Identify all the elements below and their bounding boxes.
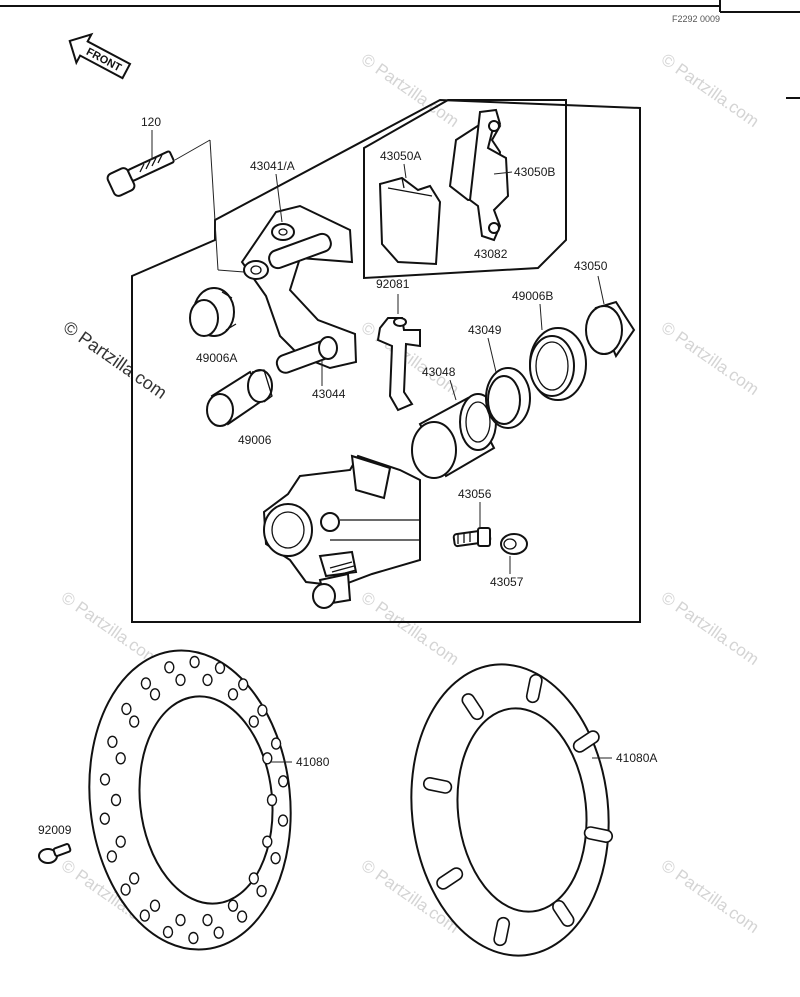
boot-49006a — [189, 287, 237, 337]
callout-49006b: 49006B — [512, 289, 553, 303]
callout-43050: 43050 — [574, 259, 608, 273]
disc-slot — [461, 693, 484, 721]
drill-hole — [256, 884, 267, 898]
callout-120: 120 — [141, 115, 161, 129]
drill-hole — [164, 661, 175, 674]
boot-49006 — [206, 369, 273, 427]
watermark-text: © Partzilla.com — [658, 50, 763, 131]
disc-slot — [493, 916, 511, 947]
drill-hole — [149, 899, 161, 912]
drill-hole — [106, 850, 118, 863]
drill-hole — [214, 661, 226, 675]
callout-43050b: 43050B — [514, 165, 555, 179]
drill-hole — [236, 910, 248, 923]
drill-hole — [202, 913, 213, 927]
drill-hole — [128, 872, 140, 885]
drill-hole — [277, 814, 289, 827]
drill-hole — [188, 931, 199, 945]
drill-hole — [162, 925, 174, 939]
drill-hole — [128, 715, 140, 728]
disc-slot — [422, 777, 453, 794]
watermark-text: © Partzilla.com — [358, 50, 463, 131]
disc-slot — [552, 899, 575, 927]
callout-43057: 43057 — [490, 575, 524, 589]
callout-43056: 43056 — [458, 487, 492, 501]
drill-hole — [227, 688, 239, 701]
brake-disc-41080 — [88, 649, 292, 951]
callout-92009: 92009 — [38, 823, 72, 837]
drill-hole — [266, 793, 278, 807]
drill-hole — [270, 852, 281, 865]
drill-hole — [202, 673, 213, 687]
callout-43041a: 43041/A — [250, 159, 295, 173]
figure-code: F2292 0009 — [672, 14, 720, 24]
caliper-body — [262, 454, 421, 609]
drill-hole — [120, 883, 131, 896]
drill-hole — [149, 688, 161, 701]
drill-hole — [213, 926, 224, 939]
brake-pad-43050b — [448, 108, 510, 242]
disc-slot — [436, 867, 464, 890]
watermark-text: © Partzilla.com — [658, 318, 763, 399]
callout-43082: 43082 — [474, 247, 508, 261]
drill-hole — [121, 702, 132, 716]
drill-hole — [248, 872, 260, 885]
piston-43048 — [411, 393, 497, 479]
drill-hole — [262, 752, 273, 765]
disc-slot — [525, 673, 543, 704]
drill-hole — [107, 735, 118, 748]
bolt-120 — [106, 150, 175, 197]
piston-seal-43049 — [485, 367, 531, 429]
drill-hole — [115, 752, 126, 765]
callout-41080a: 41080A — [616, 751, 657, 765]
drill-hole — [262, 835, 273, 848]
drill-hole — [278, 775, 289, 788]
watermark-text: © Partzilla.com — [358, 588, 463, 669]
drill-hole — [110, 793, 122, 807]
drill-hole — [139, 909, 151, 922]
dust-seal-49006b — [529, 327, 587, 401]
drill-hole — [227, 899, 239, 912]
disc-slot — [572, 730, 600, 753]
disc-drill-holes — [99, 655, 289, 945]
front-arrow-icon: FRONT — [68, 32, 132, 80]
callout-43049: 43049 — [468, 323, 502, 337]
callout-41080: 41080 — [296, 755, 330, 769]
caliper-assembly-outline — [131, 98, 641, 623]
pad-spring-92081 — [376, 317, 421, 412]
drill-hole — [175, 913, 186, 927]
brake-disc-41080a — [410, 663, 614, 957]
drill-hole — [189, 655, 200, 669]
disc-slots — [422, 673, 614, 947]
callout-43050a: 43050A — [380, 149, 421, 163]
callout-49006: 49006 — [238, 433, 272, 447]
disc-bolt-92009 — [38, 843, 72, 864]
caliper-bracket — [240, 204, 358, 374]
disc-slot — [583, 826, 614, 843]
watermark-text: © Partzilla.com — [658, 856, 763, 937]
drill-hole — [248, 715, 260, 728]
drill-hole — [99, 773, 111, 786]
watermark-text: © Partzilla.com — [658, 588, 763, 669]
drill-hole — [237, 678, 249, 691]
cap-43050 — [585, 300, 636, 359]
drill-hole — [175, 673, 186, 687]
callout-92081: 92081 — [376, 277, 410, 291]
drill-hole — [99, 812, 111, 825]
pad-set-outline — [363, 99, 567, 280]
header-strip: F2292 0009 — [0, 0, 800, 99]
watermark-main: © Partzilla.com — [60, 317, 171, 403]
callout-43044: 43044 — [312, 387, 346, 401]
callout-49006a: 49006A — [196, 351, 237, 365]
brake-pad-43050a — [378, 176, 442, 266]
callout-43048: 43048 — [422, 365, 456, 379]
drill-hole — [257, 704, 268, 717]
drill-hole — [115, 835, 126, 848]
bleeder-valve-43056 — [452, 527, 492, 548]
drill-hole — [140, 677, 152, 690]
bleeder-cap-43057 — [500, 533, 528, 555]
watermark-text: © Partzilla.com — [58, 588, 163, 669]
drill-hole — [270, 737, 282, 750]
